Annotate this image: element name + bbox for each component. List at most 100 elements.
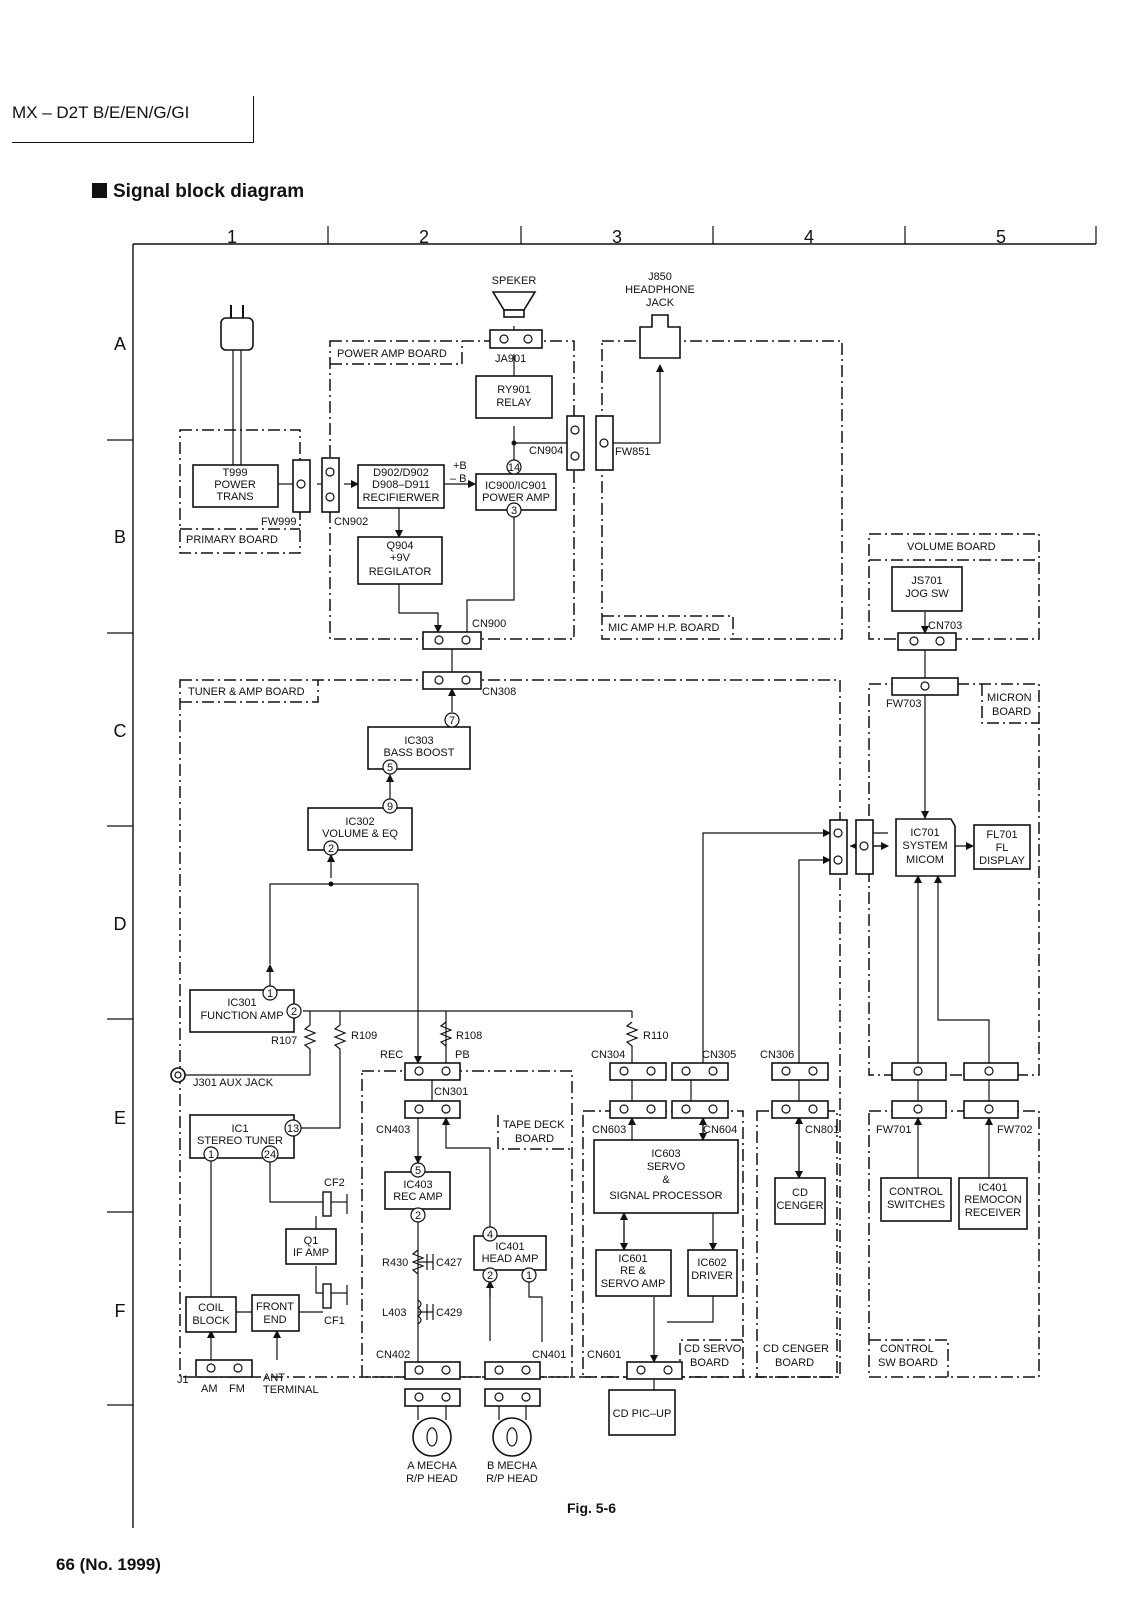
svg-text:CN703: CN703: [928, 620, 962, 632]
tuner-amp-board-outline: [179, 679, 841, 1378]
svg-text:FUNCTION AMP: FUNCTION AMP: [200, 1010, 283, 1022]
control-sw-board-label: CONTROL: [880, 1343, 934, 1355]
svg-text:CN801: CN801: [805, 1124, 839, 1136]
svg-text:3: 3: [511, 505, 517, 517]
b-mecha-head-icon: [492, 1406, 532, 1457]
volume-board-label: VOLUME BOARD: [907, 541, 996, 553]
svg-text:9: 9: [387, 801, 393, 813]
connector-cn801: [771, 1100, 829, 1119]
connector-cn304: [609, 1062, 667, 1081]
svg-text:2: 2: [291, 1006, 297, 1018]
block-regulator: Q904 +9V REGILATOR: [357, 536, 443, 585]
svg-text:REC AMP: REC AMP: [393, 1191, 443, 1203]
connector-cn301: [404, 1062, 461, 1081]
power-amp-board-label: POWER AMP BOARD: [337, 348, 447, 360]
micron-board-label: BOARD: [992, 706, 1031, 718]
header-rule: [253, 96, 254, 142]
connector-a-mecha: [404, 1388, 461, 1407]
primary-board-label: PRIMARY BOARD: [186, 534, 278, 546]
page-number: 66 (No. 1999): [56, 1555, 161, 1574]
reference-labels: JA901 CN904 FW851 FW999 CN902 CN900 CN30…: [177, 353, 1032, 1485]
svg-text:COIL: COIL: [198, 1302, 224, 1314]
svg-text:CN603: CN603: [592, 1124, 626, 1136]
svg-text:FW703: FW703: [886, 698, 921, 710]
svg-text:FW851: FW851: [615, 446, 650, 458]
power-plug-icon: [220, 305, 254, 351]
svg-text:CN304: CN304: [591, 1049, 625, 1061]
connectors: [195, 329, 1019, 1407]
svg-text:RECEIVER: RECEIVER: [965, 1207, 1021, 1219]
svg-text:CENGER: CENGER: [776, 1200, 823, 1212]
svg-text:CN601: CN601: [587, 1349, 621, 1361]
svg-text:CD: CD: [792, 1187, 808, 1199]
svg-text:CN308: CN308: [482, 686, 516, 698]
svg-text:IC701: IC701: [910, 827, 939, 839]
mic-amp-board-outline: [601, 340, 843, 640]
svg-text:CD PIC–UP: CD PIC–UP: [613, 1408, 672, 1420]
svg-text:SYSTEM: SYSTEM: [902, 840, 947, 852]
block-front-end: FRONT END: [251, 1294, 300, 1332]
svg-text:CN604: CN604: [703, 1124, 737, 1136]
svg-text:IC401: IC401: [495, 1241, 524, 1253]
svg-text:5: 5: [387, 762, 393, 774]
micron-board-label: MICRON: [987, 692, 1032, 704]
grid-row-label: A: [114, 334, 126, 354]
connector-cn401: [484, 1361, 541, 1380]
svg-text:T999: T999: [222, 467, 247, 479]
svg-text:R108: R108: [456, 1030, 482, 1042]
headphone-label: JACK: [646, 297, 675, 309]
tuner-amp-board-label: TUNER & AMP BOARD: [188, 686, 305, 698]
svg-text:IC401: IC401: [978, 1182, 1007, 1194]
svg-text:SIGNAL PROCESSOR: SIGNAL PROCESSOR: [609, 1190, 722, 1202]
connector-fw999: [292, 459, 311, 513]
svg-text:C429: C429: [436, 1307, 462, 1319]
svg-text:+B: +B: [453, 460, 467, 472]
svg-text:RELAY: RELAY: [496, 397, 532, 409]
grid-col-label: 5: [996, 227, 1006, 247]
cd-servo-board-label: BOARD: [690, 1357, 729, 1369]
block-volume-eq: IC302 VOLUME & EQ: [307, 807, 413, 851]
connector-cn904: [566, 415, 585, 471]
svg-text:POWER: POWER: [214, 479, 256, 491]
svg-text:1: 1: [526, 1270, 532, 1282]
svg-text:CN902: CN902: [334, 516, 368, 528]
block-control-switches: CONTROL SWITCHES: [880, 1177, 952, 1222]
svg-text:1: 1: [208, 1149, 214, 1161]
connector-b-mecha: [484, 1388, 541, 1407]
svg-text:IC301: IC301: [227, 997, 256, 1009]
svg-text:L403: L403: [382, 1307, 406, 1319]
block-relay: RY901 RELAY: [475, 375, 553, 419]
svg-text:R110: R110: [643, 1030, 668, 1042]
svg-text:IC603: IC603: [651, 1148, 680, 1160]
svg-text:SERVO: SERVO: [647, 1161, 686, 1173]
svg-text:R109: R109: [351, 1030, 377, 1042]
svg-text:PB: PB: [455, 1049, 470, 1061]
connector-cn306: [771, 1062, 829, 1081]
svg-text:REC: REC: [380, 1049, 403, 1061]
grid-row-label: D: [114, 914, 127, 934]
svg-text:IC602: IC602: [697, 1257, 726, 1269]
svg-text:FM: FM: [229, 1383, 245, 1395]
svg-text:Q904: Q904: [387, 540, 414, 552]
connector-ja901: [489, 329, 543, 349]
svg-text:CN403: CN403: [376, 1124, 410, 1136]
svg-text:CF1: CF1: [324, 1315, 345, 1327]
svg-text:REMOCON: REMOCON: [964, 1194, 1022, 1206]
connector-cn603: [609, 1100, 667, 1119]
svg-text:IC1: IC1: [231, 1123, 248, 1135]
header-rule: [12, 142, 254, 143]
svg-text:R/P HEAD: R/P HEAD: [406, 1473, 458, 1485]
svg-text:FL: FL: [996, 842, 1009, 854]
svg-text:BLOCK: BLOCK: [192, 1315, 230, 1327]
svg-text:D908–D911: D908–D911: [372, 479, 430, 491]
figure-label: Fig. 5-6: [567, 1500, 616, 1516]
svg-text:2: 2: [415, 1210, 421, 1222]
svg-text:RY901: RY901: [497, 384, 530, 396]
svg-text:CN306: CN306: [760, 1049, 794, 1061]
connector-fw701: [891, 1100, 947, 1119]
micron-board-outline: [868, 683, 1040, 1076]
svg-text:C427: C427: [436, 1257, 462, 1269]
svg-text:IF AMP: IF AMP: [293, 1247, 329, 1259]
svg-text:5: 5: [415, 1165, 421, 1177]
block-jog-sw: JS701 JOG SW: [891, 566, 963, 612]
